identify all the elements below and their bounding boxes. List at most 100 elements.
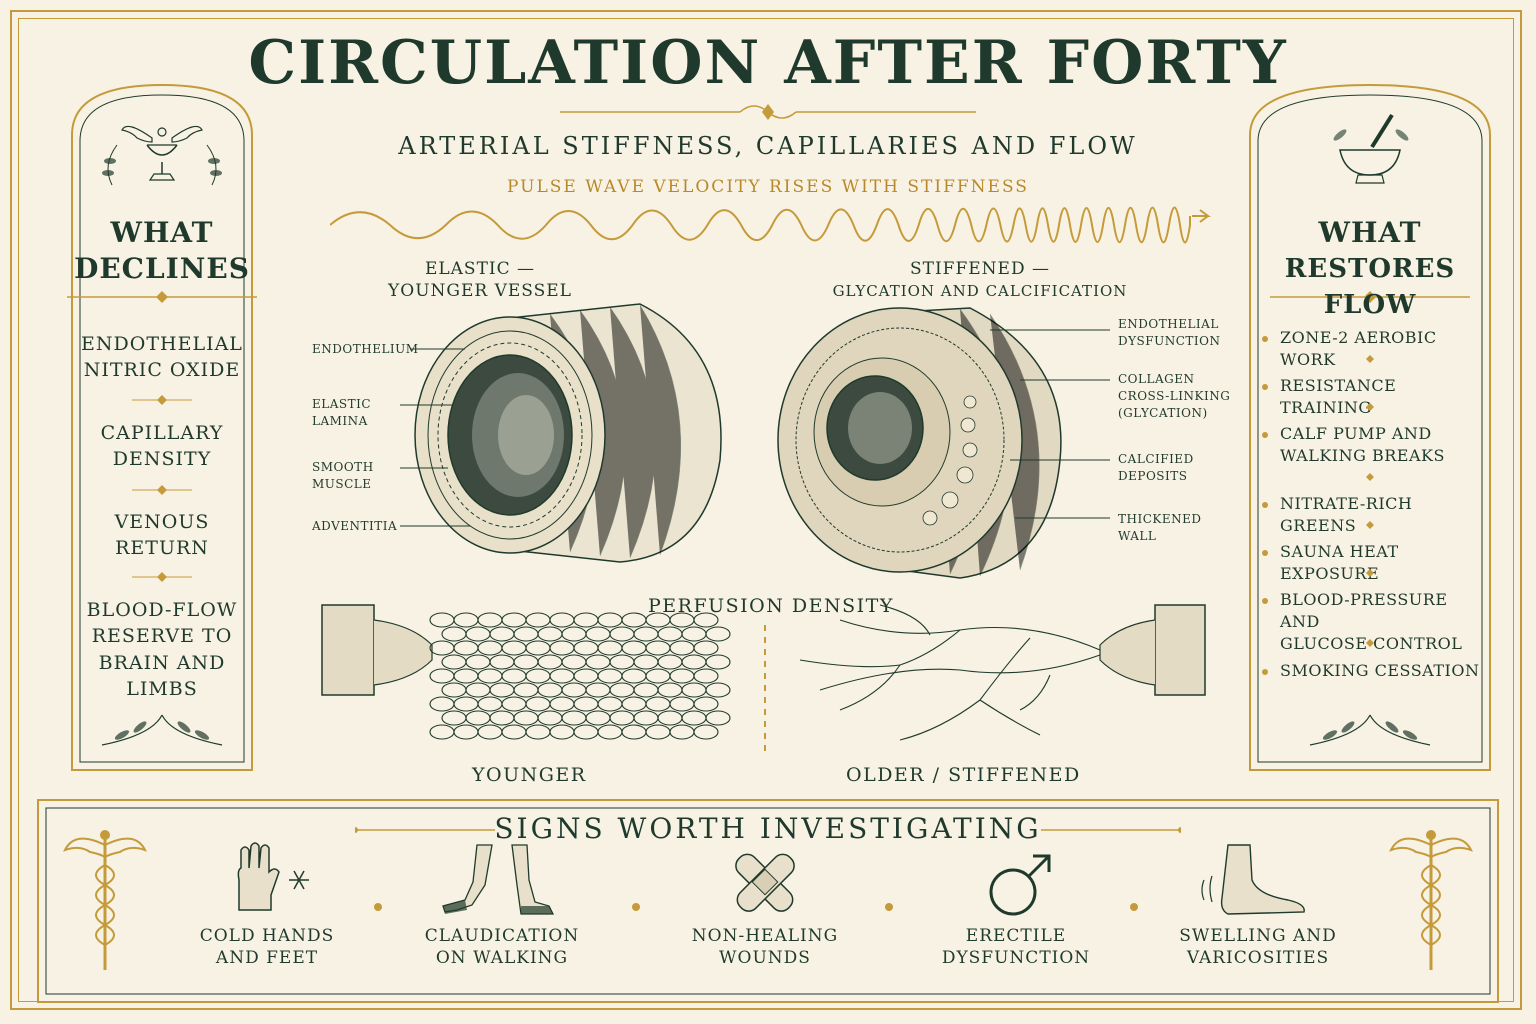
capillary-loop	[525, 696, 551, 712]
capillary-loop	[621, 612, 647, 628]
capillary-loop	[573, 696, 599, 712]
capillary-loop	[597, 724, 623, 740]
decline-item-line: ENDOTHELIAL	[81, 333, 243, 355]
elastic-vessel-illustration	[414, 303, 722, 563]
label-text: ENDOTHELIAL	[1118, 317, 1219, 331]
capillary-loop	[681, 710, 707, 726]
capillary-loop	[549, 612, 575, 628]
sign-label-text: VARICOSITIES	[1186, 948, 1330, 968]
capillary-loop	[441, 710, 467, 726]
outer-frame	[10, 10, 1522, 1010]
capillary-loop	[465, 682, 491, 698]
capillary-loop	[633, 710, 659, 726]
bullet-dot	[1262, 502, 1268, 508]
decline-item-line: DENSITY	[112, 448, 212, 470]
label-text: CROSS-LINKING	[1118, 389, 1231, 403]
label-text: ELASTIC	[312, 397, 372, 411]
capillary-loop	[525, 640, 551, 656]
bullet-dot	[1262, 669, 1268, 675]
walking-legs-icon	[442, 844, 555, 915]
capillary-loop	[477, 668, 503, 684]
laurel-branch-icon	[1309, 714, 1431, 746]
capillary-loop	[621, 724, 647, 740]
capillary-loop	[669, 640, 695, 656]
restore-item-text: SMOKING CESSATION	[1280, 661, 1480, 680]
sign-label-text: ERECTILE	[965, 926, 1067, 946]
signs-title: SIGNS WORTH INVESTIGATING	[494, 812, 1042, 845]
decline-item-line: RESERVE TO	[91, 625, 233, 647]
capillary-loop	[465, 626, 491, 642]
capillary-loop	[489, 654, 515, 670]
capillary-loop	[549, 640, 575, 656]
older-capillary-network	[799, 604, 1206, 741]
capillary-loop	[657, 626, 683, 642]
sign-separator-dot	[1130, 903, 1138, 911]
capillary-loop	[561, 682, 587, 698]
left-panel-heading-line1: WHAT	[110, 216, 214, 249]
restore-item: RESISTANCE TRAINING	[1262, 375, 1480, 419]
capillary-loop	[597, 640, 623, 656]
capillary-loop	[525, 724, 551, 740]
sign-separator-dot	[632, 903, 640, 911]
capillary-loop	[705, 710, 731, 726]
label-text: DEPOSITS	[1118, 469, 1188, 483]
capillary-loop	[585, 654, 611, 670]
decline-item-line: VENOUS	[114, 511, 210, 533]
pulse-wave-graphic	[330, 206, 1211, 244]
sign-separator-dot	[374, 903, 382, 911]
capillary-loop	[645, 640, 671, 656]
capillary-loop	[693, 612, 719, 628]
capillary-loop	[477, 696, 503, 712]
capillary-loop	[513, 682, 539, 698]
capillary-loop	[669, 668, 695, 684]
capillary-loop	[657, 710, 683, 726]
capillary-loop	[645, 668, 671, 684]
younger-capillary-network	[321, 604, 731, 740]
capillary-loop	[477, 724, 503, 740]
sign-label-text: SWELLING AND	[1179, 926, 1337, 946]
capillary-loop	[645, 724, 671, 740]
title-flourish	[560, 104, 976, 120]
restore-item-text: SAUNA HEAT EXPOSURE	[1280, 542, 1399, 583]
capillary-loop	[669, 696, 695, 712]
stiffened-vessel-title-line1: STIFFENED —	[909, 259, 1051, 279]
restore-item: SAUNA HEAT EXPOSURE	[1262, 541, 1480, 585]
capillary-loop	[705, 654, 731, 670]
capillary-loop	[489, 626, 515, 642]
label-text: SMOOTH	[312, 460, 374, 474]
restore-item-text: WALKING BREAKS	[1280, 446, 1445, 465]
capillary-loop	[429, 696, 455, 712]
capillary-loop	[633, 654, 659, 670]
page-title: CIRCULATION AFTER FORTY	[248, 28, 1288, 98]
capillary-loop	[429, 612, 455, 628]
caduceus-icon	[1389, 830, 1473, 970]
sign-label-text: AND FEET	[215, 948, 319, 968]
stiffened-vessel-title-line2: GLYCATION AND CALCIFICATION	[832, 282, 1128, 300]
capillary-loop	[477, 612, 503, 628]
capillary-loop	[453, 612, 479, 628]
bullet-dot	[1262, 336, 1268, 342]
capillary-loop	[585, 710, 611, 726]
capillary-loop	[561, 654, 587, 670]
label-text: THICKENED	[1118, 512, 1202, 526]
stiffened-vessel-illustration	[777, 307, 1062, 579]
capillary-loop	[609, 626, 635, 642]
sign-label-text: ON WALKING	[435, 948, 569, 968]
right-panel-what-restores-flow: WHAT RESTORES FLOW ZONE-2 AEROBIC WORK R…	[1240, 75, 1500, 775]
capillary-loop	[693, 668, 719, 684]
pulse-wave-caption: PULSE WAVE VELOCITY RISES WITH STIFFNESS	[507, 177, 1029, 197]
sign-label-text: WOUNDS	[719, 948, 811, 968]
younger-label: YOUNGER	[472, 764, 587, 786]
glove-snowflake-icon	[237, 842, 309, 911]
capillary-loop	[441, 682, 467, 698]
bullet-dot	[1262, 598, 1268, 604]
label-text: COLLAGEN	[1118, 372, 1195, 386]
capillary-loop	[501, 668, 527, 684]
capillary-loop	[441, 626, 467, 642]
signs-box-border	[37, 799, 1499, 1003]
